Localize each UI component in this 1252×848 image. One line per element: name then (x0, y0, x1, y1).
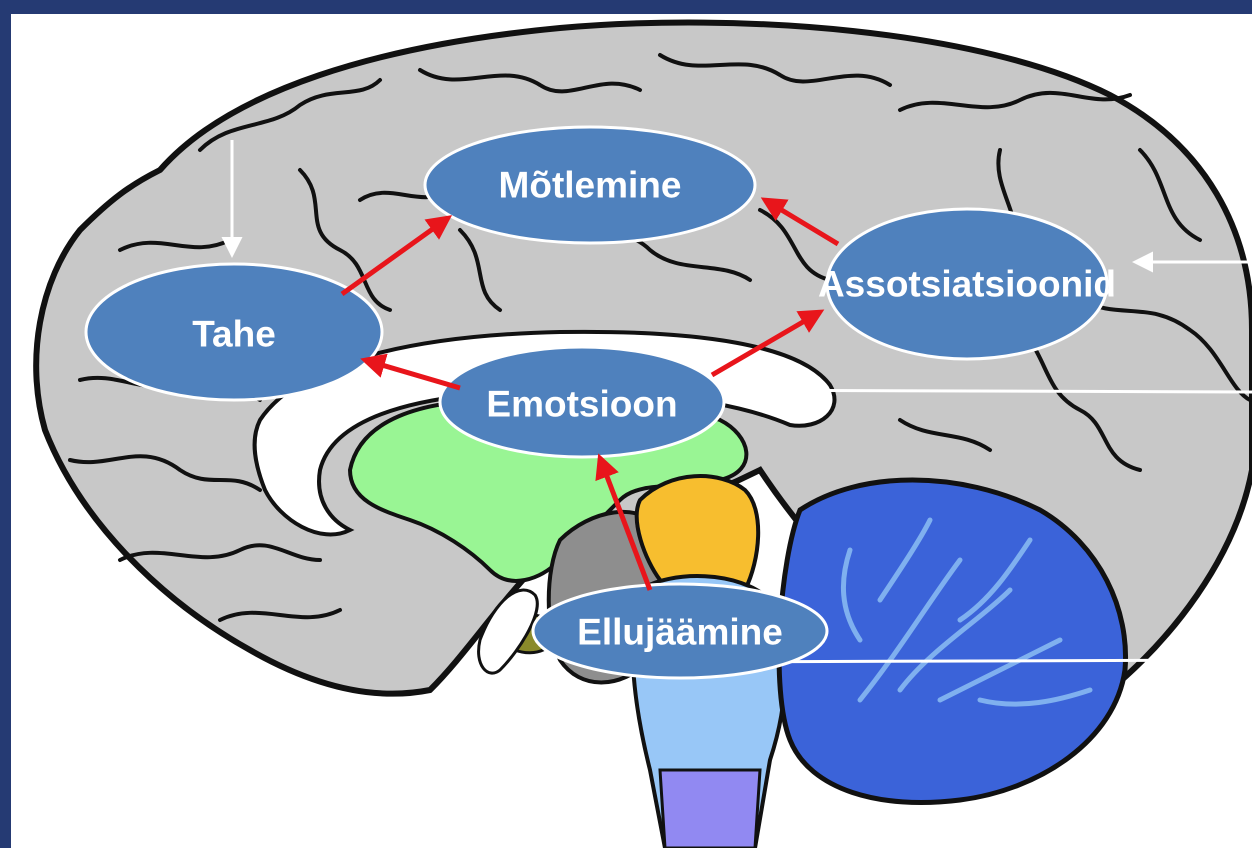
node-label-assotsiatsioonid: Assotsiatsioonid (818, 264, 1116, 305)
node-label-emotsioon: Emotsioon (486, 384, 677, 425)
node-motlemine: Mõtlemine (425, 127, 755, 243)
node-label-tahe: Tahe (192, 314, 276, 355)
node-ellujaamine: Ellujäämine (533, 584, 827, 678)
node-label-ellujaamine: Ellujäämine (577, 612, 783, 653)
medulla (660, 770, 760, 848)
node-label-motlemine: Mõtlemine (499, 165, 682, 206)
node-tahe: Tahe (86, 264, 382, 400)
white-arrow-right-mid (690, 390, 1252, 392)
node-emotsioon: Emotsioon (440, 347, 724, 457)
